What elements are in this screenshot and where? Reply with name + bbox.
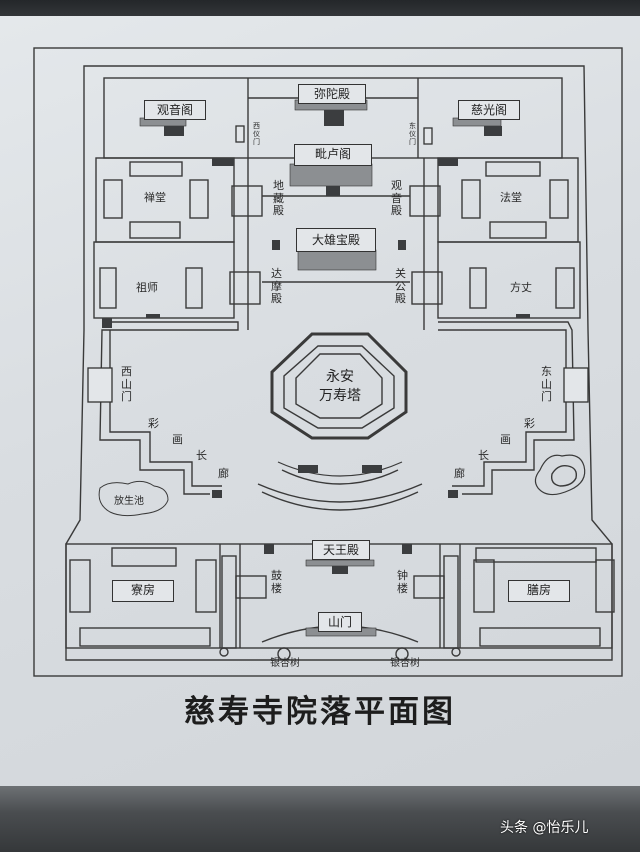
outer-frame <box>33 47 623 677</box>
label-dongyimen: 东仪门 <box>409 122 416 147</box>
watermark: 头条 @怡乐儿 <box>500 820 589 836</box>
inner-arc <box>277 461 403 477</box>
label-damo: 达摩殿 <box>271 267 282 306</box>
hall-guanyin-ge: 观音阁 <box>144 100 206 120</box>
hall-daxiong: 大雄宝殿 <box>296 228 376 252</box>
corridor-left-1: 彩 <box>148 417 159 430</box>
hall-pilu-ge: 毗卢阁 <box>294 144 372 166</box>
label-guangong: 关公殿 <box>395 267 406 306</box>
hall-tianwang: 天王殿 <box>312 540 370 560</box>
label-dizang: 地藏殿 <box>273 179 284 218</box>
label-zhonglou: 钟楼 <box>397 569 408 595</box>
stone-base <box>0 786 640 852</box>
label-ginkgo-left: 银杏树 <box>270 658 300 669</box>
pagoda-line-1: 永安 <box>326 369 354 385</box>
corridor-right-3: 长 <box>478 449 489 462</box>
hall-shanfang: 膳房 <box>508 580 570 602</box>
hall-shanmen: 山门 <box>318 612 362 632</box>
label-guanyin-dian: 观音殿 <box>391 179 402 218</box>
east-rock <box>534 454 586 496</box>
east-gate-box <box>563 367 589 403</box>
fangzhang-block <box>437 241 581 319</box>
west-corridor-wall <box>99 321 239 495</box>
label-fatang: 法堂 <box>500 191 522 204</box>
label-gulou: 鼓楼 <box>271 569 282 595</box>
ginkgo-tree-right <box>395 647 409 661</box>
corridor-right-1: 彩 <box>524 417 535 430</box>
map-title: 慈寿寺院落平面图 <box>184 694 456 730</box>
label-ginkgo-right: 银杏树 <box>390 658 420 669</box>
pagoda-line-2: 万寿塔 <box>319 388 361 404</box>
label-zushi: 祖师 <box>136 281 158 294</box>
corridor-right-2: 画 <box>500 433 511 446</box>
hall-ciguang-ge: 慈光阁 <box>458 100 520 120</box>
corridor-left-3: 长 <box>196 449 207 462</box>
inner-frame <box>65 65 613 661</box>
label-xiyimen: 西仪门 <box>253 122 260 147</box>
pagoda-octagon <box>270 332 408 440</box>
zushi-block <box>93 241 235 319</box>
west-gate-box <box>87 367 113 403</box>
label-xishanmen: 西山门 <box>121 365 132 404</box>
hall-mituo: 弥陀殿 <box>298 84 366 104</box>
corridor-right-4: 廊 <box>454 467 465 480</box>
corridor-left-2: 画 <box>172 433 183 446</box>
fangshengchi-pond <box>98 480 169 517</box>
label-chantang: 禅堂 <box>144 191 166 204</box>
pagoda-label: 永安 万寿塔 <box>295 368 385 406</box>
label-dongshanmen: 东山门 <box>541 365 552 404</box>
hall-liaofang: 寮房 <box>112 580 174 602</box>
corridor-left-4: 廊 <box>218 467 229 480</box>
outer-arc <box>257 483 423 503</box>
label-fangzhang: 方丈 <box>510 281 532 294</box>
ginkgo-tree-left <box>277 647 291 661</box>
east-corridor-wall <box>438 321 575 495</box>
label-fangshengchi: 放生池 <box>114 496 144 507</box>
